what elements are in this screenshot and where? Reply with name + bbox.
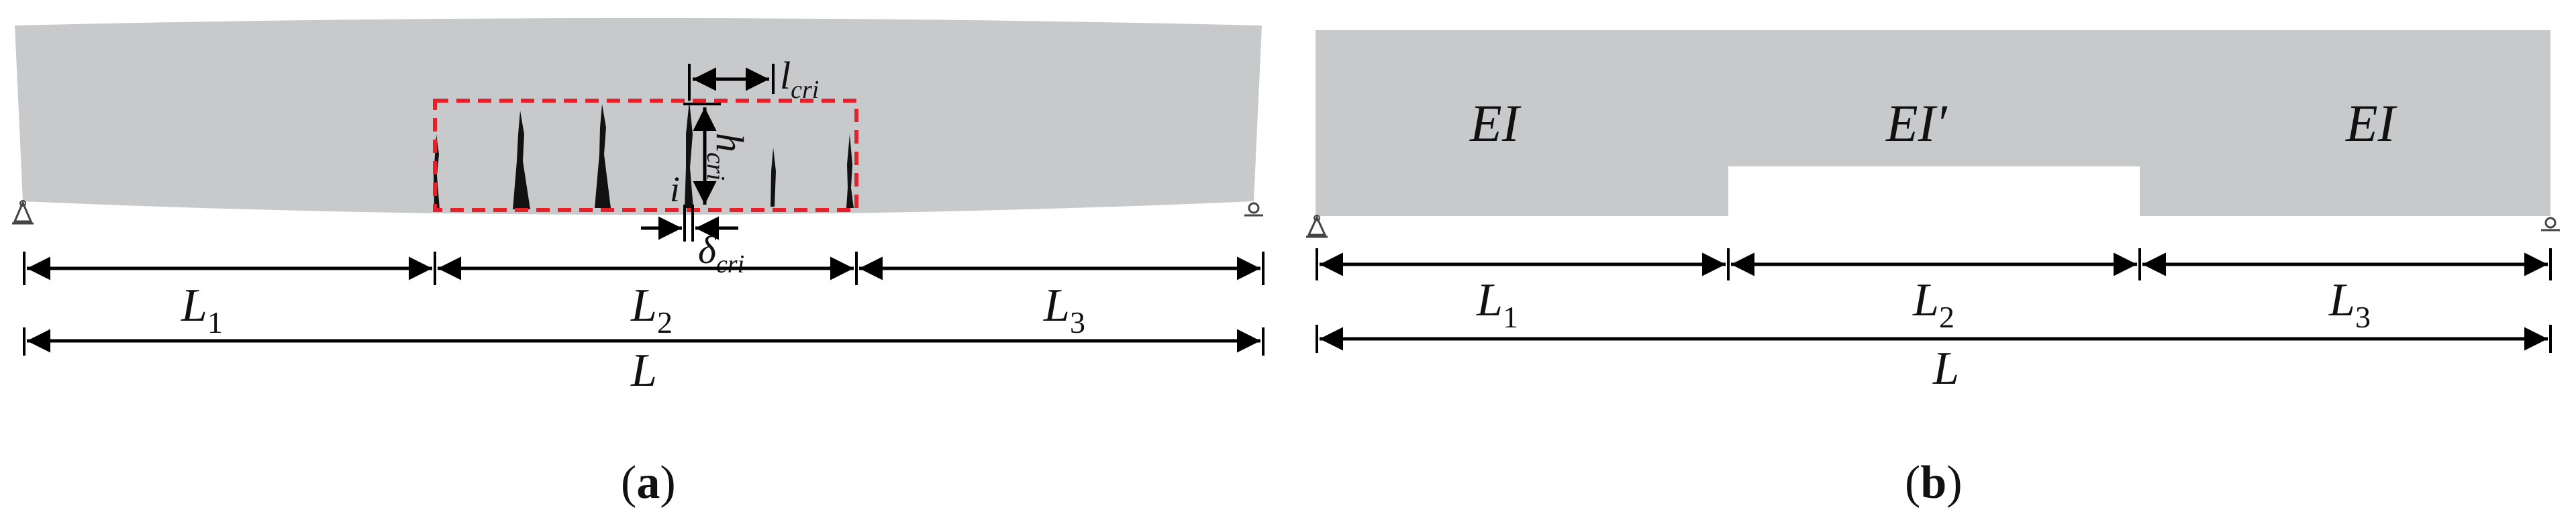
total-length-label: L [1932,343,1959,395]
panel-b: EI EI′ EI L1 L2 L3 [1306,30,2560,509]
segment-label-l3: L3 [2328,274,2371,334]
segment-label-l1: L1 [1476,274,1518,334]
panel-a: lcri hcri i δcri [12,18,1265,509]
total-dimension-line [23,327,1265,356]
equivalent-beam [1316,30,2550,216]
segment-label-l3: L3 [1043,280,1085,340]
caption-a: (a) [621,457,676,509]
segment-label-l2: L2 [630,280,673,340]
stiffness-label-left: EI [1469,94,1522,152]
critical-region-box [433,99,858,212]
crack [595,104,611,208]
stiffness-label-mid: EI′ [1885,94,1948,152]
segment-dimension-line [1316,248,2552,280]
total-length-label: L [630,345,657,397]
segment-dimension-line [23,252,1265,285]
crack-index-label: i [670,169,680,209]
right-support-icon [2541,217,2560,231]
svg-text:lcri: lcri [780,54,819,104]
crack-height-annotation: hcri [683,103,752,205]
segment-label-l1: L1 [181,280,223,340]
caption-b: (b) [1905,457,1963,509]
stiffness-label-right: EI [2345,94,2398,152]
left-support-icon [1306,215,1328,238]
crack [513,111,530,209]
segment-label-l2: L2 [1912,274,1954,334]
crack [771,148,776,207]
right-support-icon [1244,202,1263,217]
crack [846,134,854,208]
crack-spacing-annotation: lcri [688,54,819,104]
svg-text:hcri: hcri [701,133,752,180]
left-support-icon [12,200,34,225]
total-dimension-line [1316,325,2552,353]
crack [685,101,693,208]
svg-text:δcri: δcri [698,228,744,278]
cracked-beam [15,18,1262,215]
